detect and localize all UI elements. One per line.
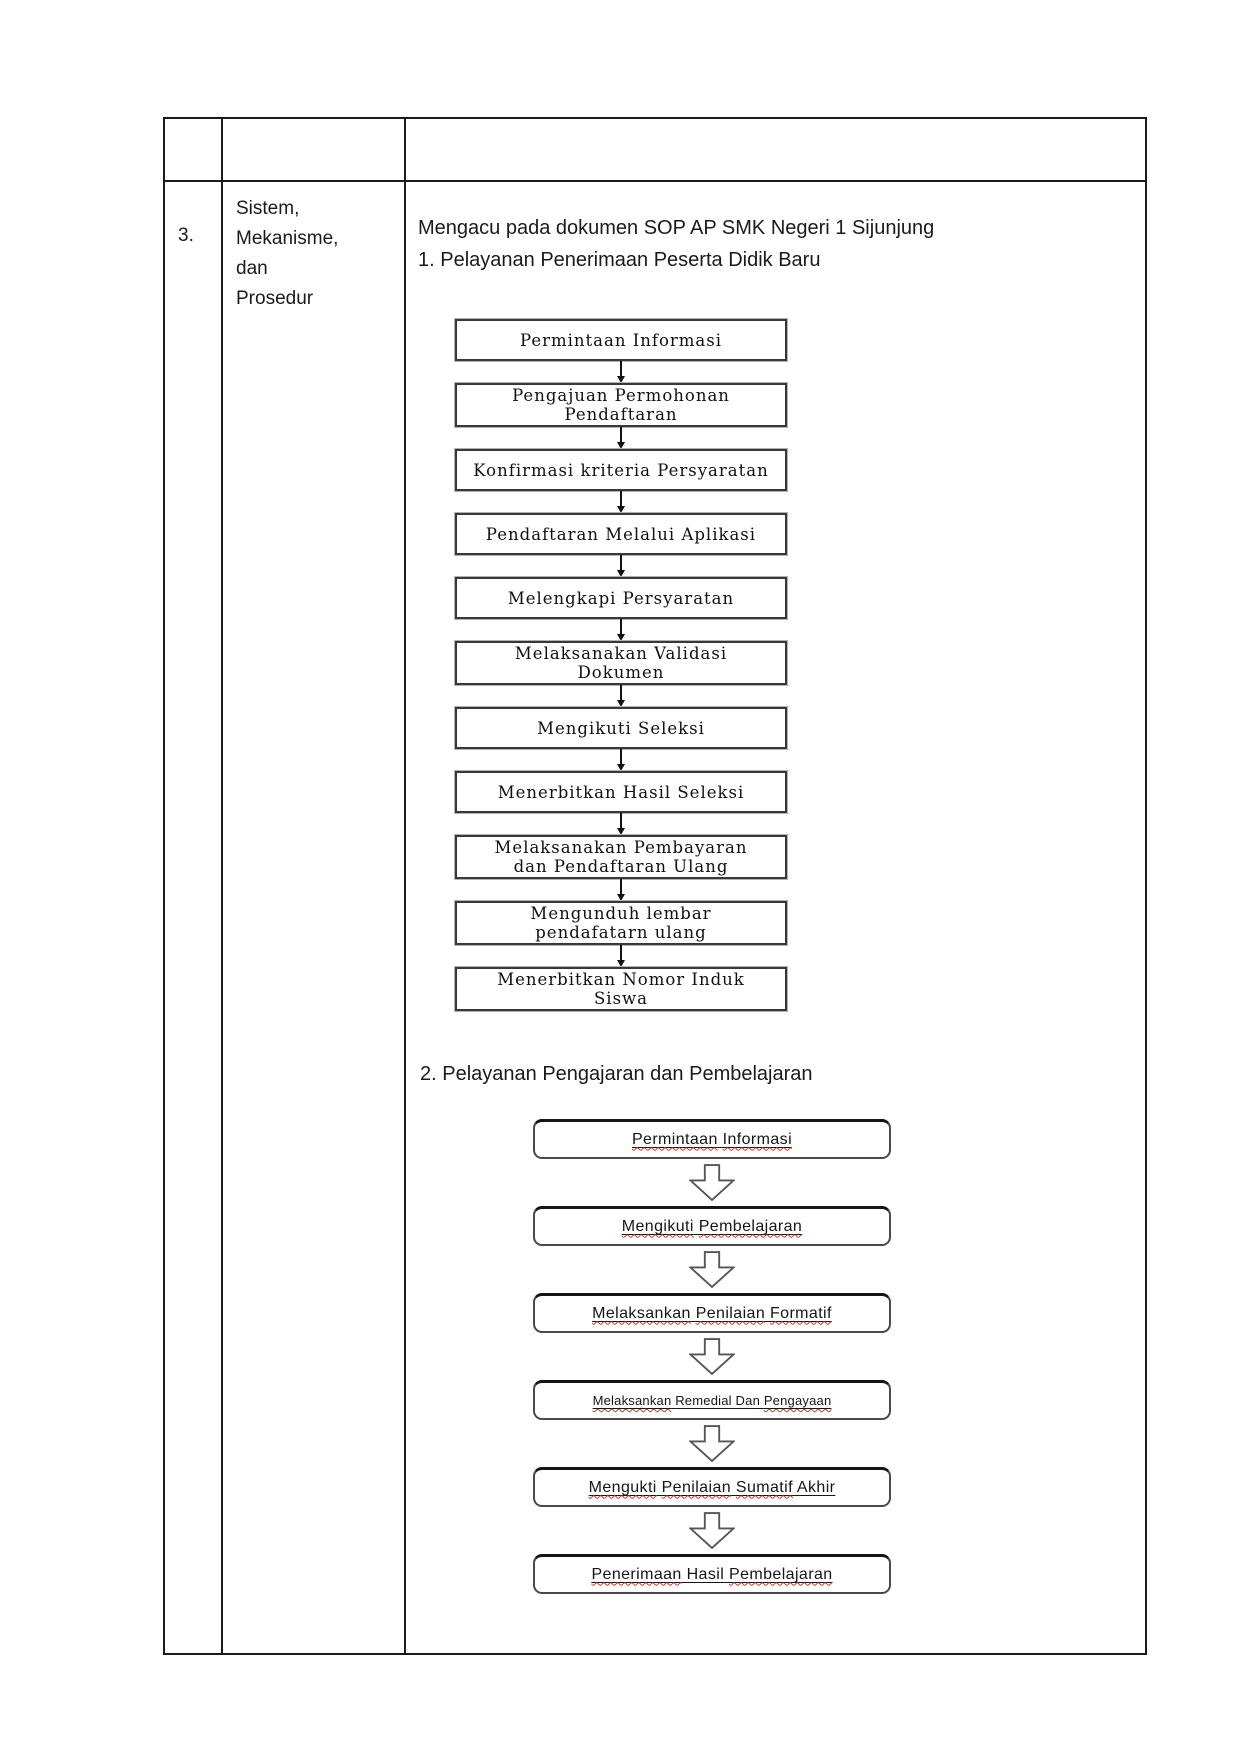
row-label-line: Mekanisme, <box>236 228 339 249</box>
row-content-cell: Mengacu pada dokumen SOP AP SMK Negeri 1… <box>406 182 1145 1653</box>
row-label-line: Prosedur <box>236 288 314 309</box>
flow1-step-box: Melaksanakan Validasi Dokumen <box>455 641 787 685</box>
flow2-step-label: Mengukti Penilaian Sumatif Akhir <box>589 1479 836 1497</box>
flow2-step-box: Melaksankan Remedial Dan Pengayaan <box>533 1380 891 1420</box>
row-label-cell: Sistem, Mekanisme, dan Prosedur <box>223 182 406 1653</box>
misspelled-word: Formatif <box>769 1304 832 1322</box>
flow2-step-label: Melaksankan Penilaian Formatif <box>592 1305 832 1323</box>
word: Akhir <box>796 1478 836 1496</box>
misspelled-word: Permintaan <box>631 1130 718 1148</box>
flowchart-penerimaan: Permintaan Informasi Pengajuan Permohona… <box>455 319 787 1011</box>
intro-text: Mengacu pada dokumen SOP AP SMK Negeri 1… <box>418 217 935 239</box>
misspelled-word: Melaksankan <box>592 1393 672 1408</box>
flow2-step-box: Mengikuti Pembelajaran <box>533 1206 891 1246</box>
down-arrow-icon <box>455 555 787 577</box>
flow1-step-box: Mengunduh lembar pendafatarn ulang <box>455 901 787 945</box>
misspelled-word: Penilaian <box>695 1304 766 1322</box>
service-standard-table: 3. Sistem, Mekanisme, dan Prosedur Menga… <box>163 117 1147 1655</box>
flow1-step-box: Pengajuan Permohonan Pendaftaran <box>455 383 787 427</box>
flow1-step-box: Melaksanakan Pembayaran dan Pendaftaran … <box>455 835 787 879</box>
misspelled-word: Penilaian <box>661 1478 732 1496</box>
word: Hasil <box>686 1565 725 1583</box>
row-label-line: dan <box>236 258 268 279</box>
down-arrow-icon <box>455 685 787 707</box>
row-number: 3. <box>178 225 194 246</box>
misspelled-word: Pembelajaran <box>729 1565 833 1583</box>
misspelled-word: Informasi <box>722 1130 793 1148</box>
flow2-step-label: Permintaan Informasi <box>632 1131 792 1149</box>
flow1-step-box: Menerbitkan Nomor Induk Siswa <box>455 967 787 1011</box>
down-arrow-icon <box>455 879 787 901</box>
row-number-cell: 3. <box>165 182 223 1653</box>
row-label-line: Sistem, <box>236 198 300 219</box>
header-cell-description <box>406 119 1145 182</box>
down-arrow-icon <box>455 361 787 383</box>
section2-heading: 2. Pelayanan Pengajaran dan Pembelajaran <box>420 1063 813 1085</box>
flow1-step-box: Menerbitkan Hasil Seleksi <box>455 771 787 813</box>
section1-heading: 1. Pelayanan Penerimaan Peserta Didik Ba… <box>418 249 821 271</box>
misspelled-word: Pembelajaran <box>698 1217 803 1235</box>
down-arrow-icon <box>455 945 787 967</box>
flow2-step-box: Permintaan Informasi <box>533 1119 891 1159</box>
block-down-arrow-icon <box>689 1246 735 1293</box>
block-down-arrow-icon <box>689 1333 735 1380</box>
word: Remedial <box>675 1393 732 1408</box>
misspelled-word: Mengikuti <box>621 1217 694 1235</box>
flow1-step-box: Mengikuti Seleksi <box>455 707 787 749</box>
block-down-arrow-icon <box>689 1159 735 1206</box>
down-arrow-icon <box>455 491 787 513</box>
flow2-step-box: Penerimaan Hasil Pembelajaran <box>533 1554 891 1594</box>
flow2-step-label: Melaksankan Remedial Dan Pengayaan <box>593 1393 832 1408</box>
down-arrow-icon <box>455 619 787 641</box>
misspelled-word: Melaksankan <box>592 1304 691 1322</box>
misspelled-word: Pengayaan <box>763 1393 832 1408</box>
word: Dan <box>735 1393 760 1408</box>
flowchart-pengajaran: Permintaan Informasi Mengikuti Pembelaja… <box>533 1119 891 1594</box>
flow2-step-label: Mengikuti Pembelajaran <box>622 1218 802 1236</box>
header-cell-number <box>165 119 223 182</box>
block-down-arrow-icon <box>689 1420 735 1467</box>
misspelled-word: Penerimaan <box>591 1565 682 1583</box>
header-cell-component <box>223 119 406 182</box>
block-down-arrow-icon <box>689 1507 735 1554</box>
down-arrow-icon <box>455 427 787 449</box>
flow2-step-label: Penerimaan Hasil Pembelajaran <box>591 1566 832 1584</box>
flow1-step-box: Pendaftaran Melalui Aplikasi <box>455 513 787 555</box>
down-arrow-icon <box>455 813 787 835</box>
flow1-step-box: Melengkapi Persyaratan <box>455 577 787 619</box>
flow1-step-box: Konfirmasi kriteria Persyaratan <box>455 449 787 491</box>
flow2-step-box: Mengukti Penilaian Sumatif Akhir <box>533 1467 891 1507</box>
down-arrow-icon <box>455 749 787 771</box>
misspelled-word: Mengukti <box>588 1478 657 1496</box>
flow1-step-box: Permintaan Informasi <box>455 319 787 361</box>
misspelled-word: Sumatif <box>735 1478 793 1496</box>
flow2-step-box: Melaksankan Penilaian Formatif <box>533 1293 891 1333</box>
